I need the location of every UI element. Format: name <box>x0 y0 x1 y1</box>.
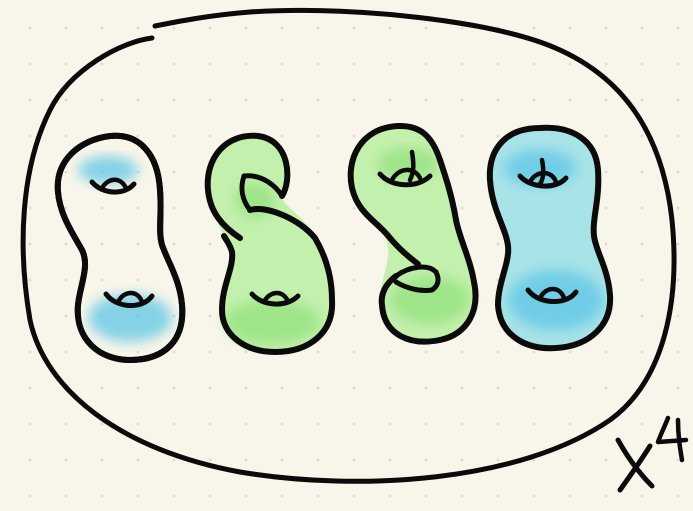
genus-two-surface-3 <box>351 126 476 342</box>
genus-two-surface-1 <box>58 136 183 360</box>
surface-1-shade-bottom <box>88 294 172 342</box>
multiplier-label-text: x4 <box>612 408 613 409</box>
surface-2-shade-bottom <box>224 300 320 344</box>
surface-1-hole-top-rim <box>102 180 126 188</box>
genus-two-surface-4 <box>490 128 610 348</box>
multiplier-label: x4 <box>612 408 692 498</box>
genus-two-surface-2 <box>208 136 333 352</box>
